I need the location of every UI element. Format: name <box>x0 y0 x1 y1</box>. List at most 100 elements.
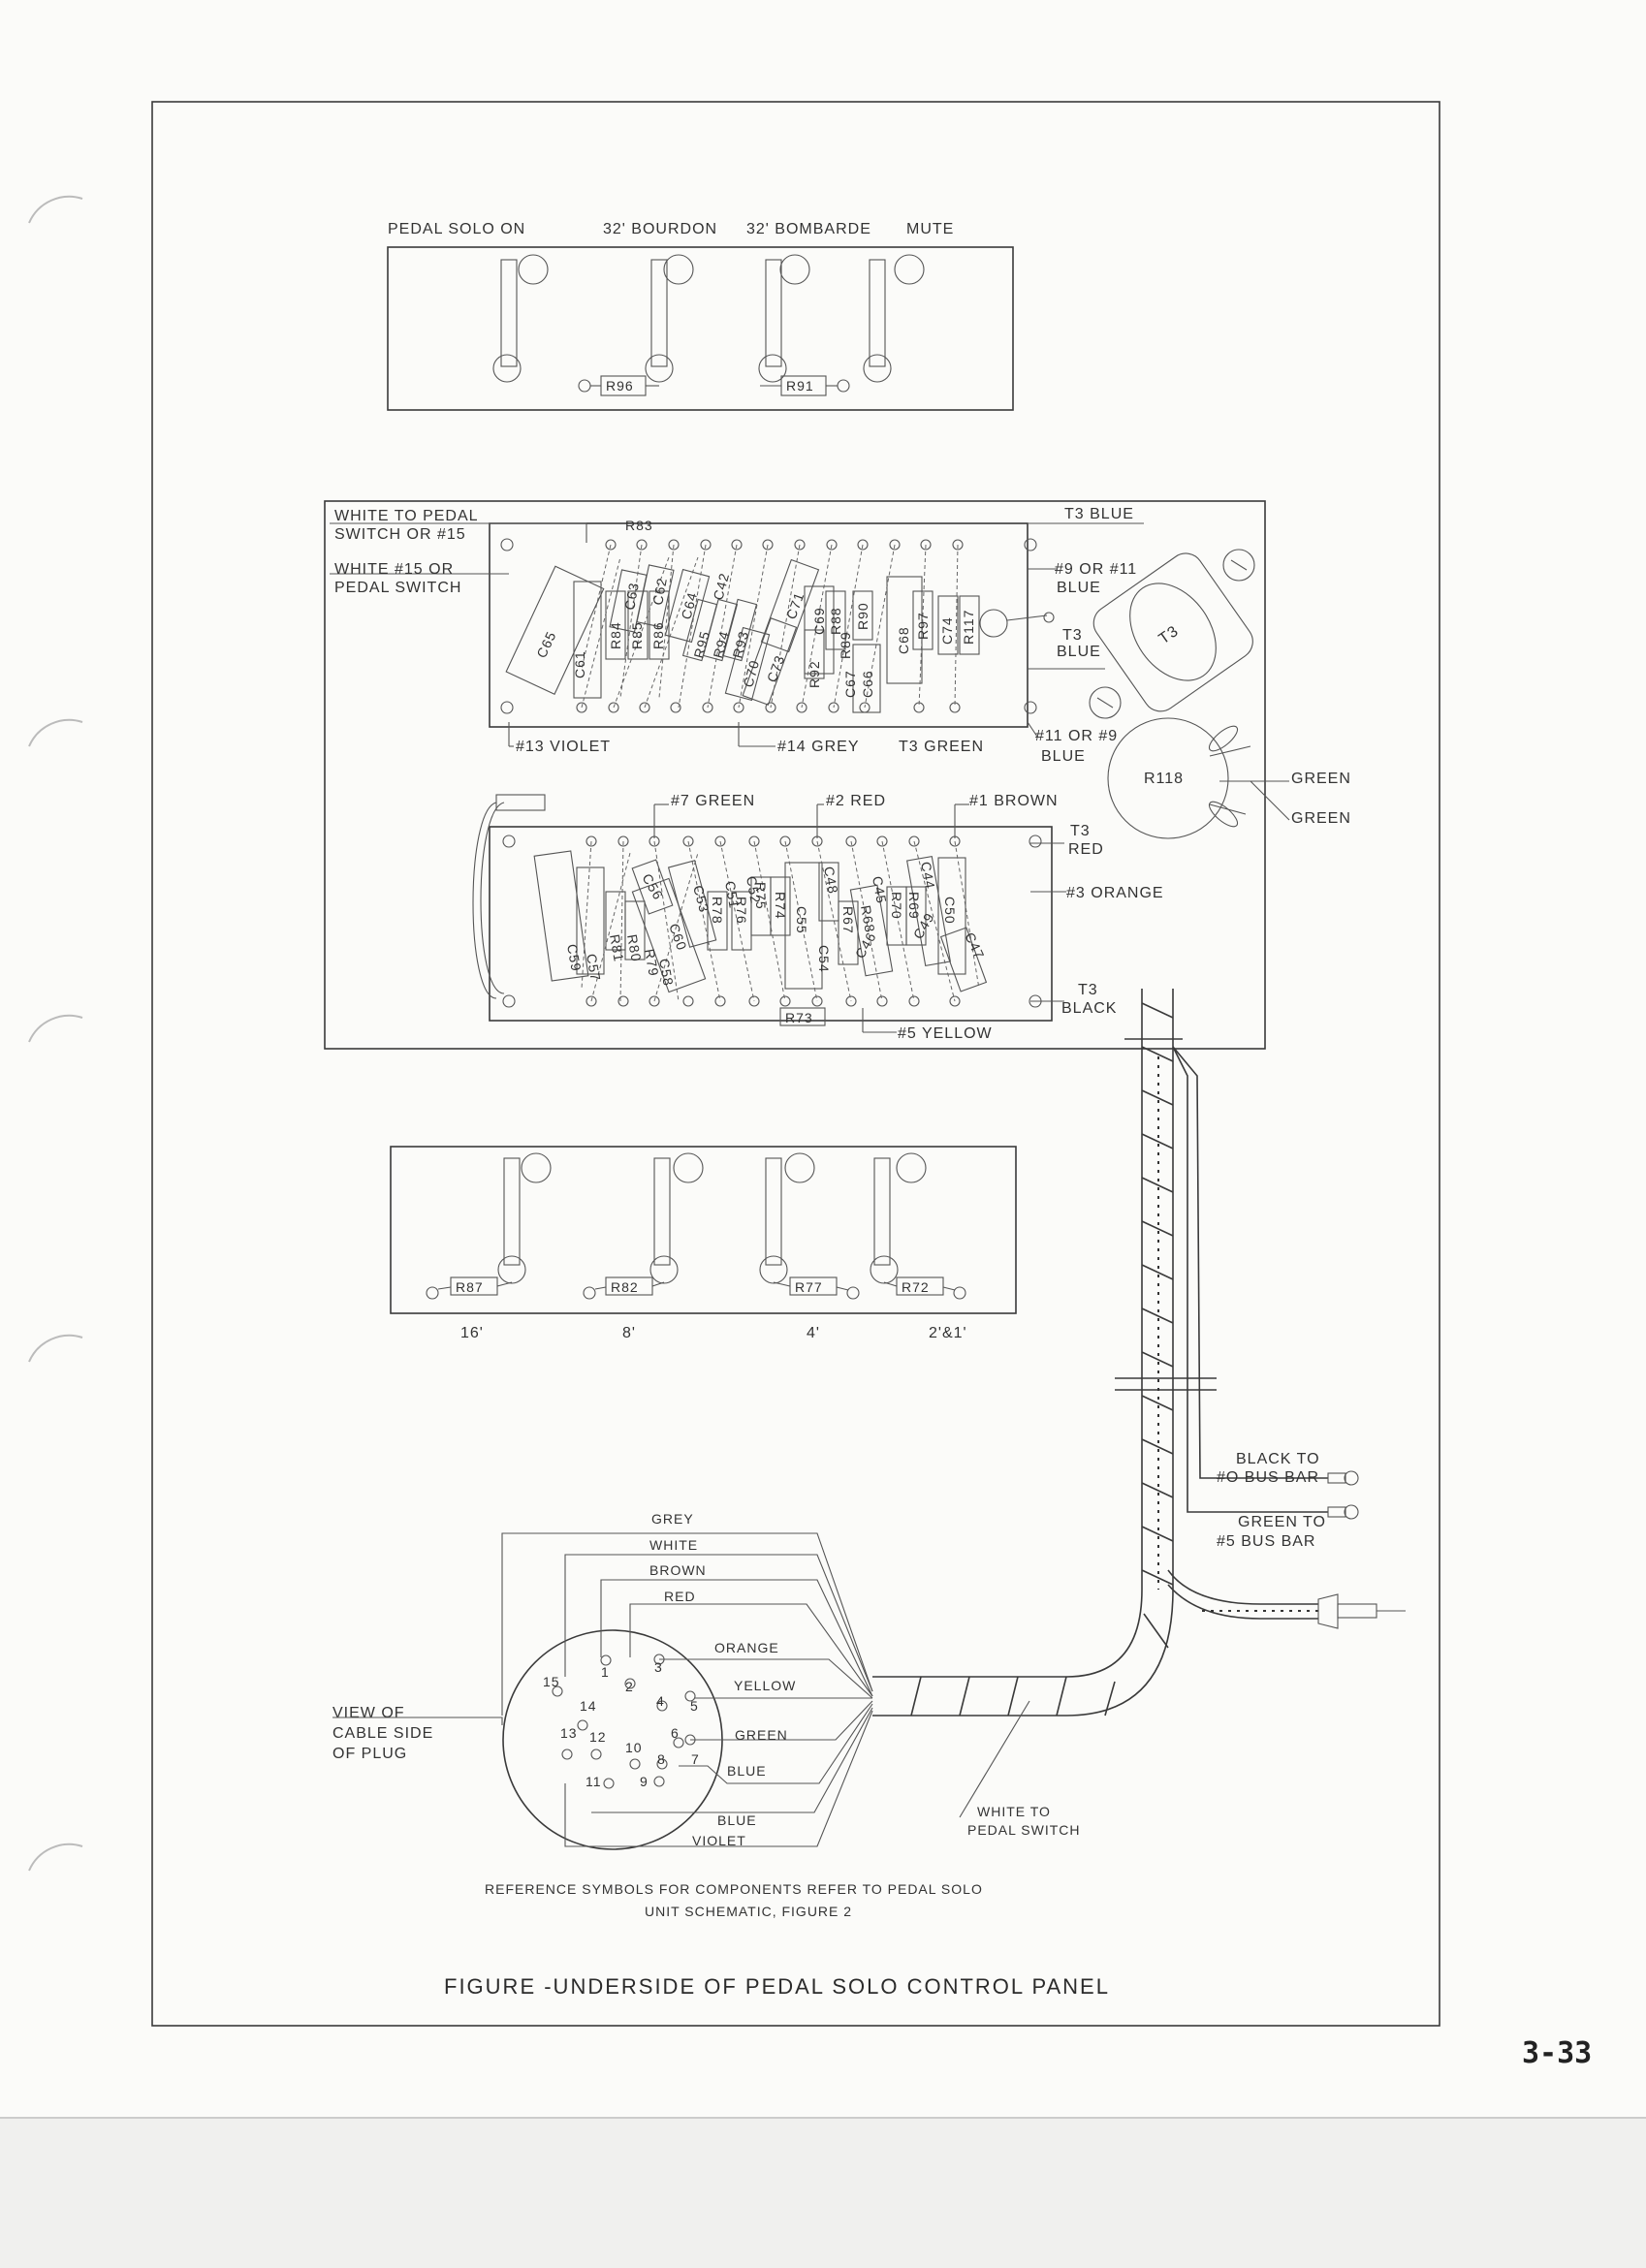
lower-dashed-leads <box>581 840 980 1002</box>
pedal-switch-label: PEDAL SWITCH <box>967 1822 1081 1838</box>
plug-pin-labels: 1 2 3 4 5 6 7 8 9 10 11 12 13 14 15 <box>543 1659 699 1789</box>
svg-text:#11 OR #9: #11 OR #9 <box>1035 728 1118 744</box>
svg-text:VIEW OF: VIEW OF <box>332 1705 405 1721</box>
svg-text:R80: R80 <box>624 933 645 963</box>
label-32-bombarde: 32' BOMBARDE <box>746 221 871 237</box>
svg-text:C67: C67 <box>842 670 858 698</box>
svg-text:C51: C51 <box>722 880 743 910</box>
svg-text:C42: C42 <box>710 571 732 602</box>
green-label-1: GREEN <box>1291 771 1351 787</box>
main-cable <box>872 989 1328 1717</box>
svg-text:BLACK TO: BLACK TO <box>1236 1451 1320 1467</box>
reference-note-line1: REFERENCE SYMBOLS FOR COMPONENTS REFER T… <box>485 1881 983 1897</box>
svg-text:R89: R89 <box>838 631 853 659</box>
plug-wire-labels: GREY WHITE BROWN RED ORANGE YELLOW GREEN… <box>649 1511 796 1848</box>
plug-wire-harness <box>332 1532 1030 1847</box>
footage-2-1: 2'&1' <box>929 1325 967 1341</box>
svg-text:R94: R94 <box>710 629 732 660</box>
svg-text:GREEN TO: GREEN TO <box>1238 1514 1326 1530</box>
svg-text:R69: R69 <box>906 892 922 920</box>
scan-bottom-strip <box>0 2118 1646 2268</box>
svg-text:R117: R117 <box>961 610 976 645</box>
svg-text:C44: C44 <box>918 861 938 891</box>
svg-text:R88: R88 <box>828 607 843 635</box>
svg-text:VIOLET: VIOLET <box>692 1833 746 1848</box>
svg-text:WHITE #15 OR: WHITE #15 OR <box>334 561 454 578</box>
svg-text:BLACK: BLACK <box>1061 1000 1117 1017</box>
svg-text:#5 BUS BAR: #5 BUS BAR <box>1217 1533 1315 1550</box>
svg-text:C69: C69 <box>811 607 827 635</box>
svg-text:R93: R93 <box>729 629 751 660</box>
plug-view: VIEW OF CABLE SIDE OF PLUG GREY WHITE BR… <box>332 1511 1081 1850</box>
svg-text:C73: C73 <box>764 653 788 684</box>
figure-caption: FIGURE -UNDERSIDE OF PEDAL SOLO CONTROL … <box>444 1974 1110 1999</box>
svg-text:YELLOW: YELLOW <box>734 1678 796 1693</box>
svg-text:C57: C57 <box>584 953 604 983</box>
svg-text:R75: R75 <box>753 882 769 910</box>
label-mute: MUTE <box>906 221 954 237</box>
svg-text:BLUE: BLUE <box>1057 644 1101 660</box>
svg-text:C65: C65 <box>533 629 559 661</box>
svg-text:ORANGE: ORANGE <box>714 1640 779 1655</box>
svg-text:8: 8 <box>657 1751 666 1767</box>
green-label-2: GREEN <box>1291 810 1351 827</box>
svg-text:C59: C59 <box>564 943 585 973</box>
label-pedal-solo-on: PEDAL SOLO ON <box>388 221 525 237</box>
upper-dashed-leads <box>581 544 959 709</box>
svg-text:C64: C64 <box>678 590 700 621</box>
svg-text:#3 ORANGE: #3 ORANGE <box>1066 885 1164 901</box>
upper-component-labels: R83 C65 C61 R84 R85 R86 C63 C62 C64 R95 … <box>533 518 976 698</box>
white-to-label: WHITE TO <box>977 1804 1051 1819</box>
binder-holes <box>28 195 83 1872</box>
lower-component-labels: C59 C57 R81 R80 R79 C58 C56 C60 C53 C51 … <box>564 861 988 988</box>
page-number: 3-33 <box>1522 2036 1592 2070</box>
svg-text:C66: C66 <box>860 670 875 698</box>
upper-right-labels: T3 BLUE #9 OR #11 BLUE T3 BLUE #11 OR #9… <box>1035 506 1137 765</box>
label-5-yellow: #5 YELLOW <box>898 1025 993 1042</box>
lower-terminal-board <box>489 826 1053 1022</box>
svg-text:10: 10 <box>625 1740 643 1755</box>
svg-text:#1 BROWN: #1 BROWN <box>969 793 1059 809</box>
svg-text:BROWN: BROWN <box>649 1562 707 1578</box>
svg-text:C63: C63 <box>621 581 642 611</box>
svg-text:T3: T3 <box>1070 823 1091 839</box>
pot-r118 <box>1107 717 1290 839</box>
bottom-panel-box <box>390 1146 1017 1314</box>
main-control-panel: R83 C65 C61 R84 R85 R86 C63 C62 C64 R95 … <box>324 500 1351 1050</box>
svg-text:R92: R92 <box>807 660 822 688</box>
top-switch-panel: PEDAL SOLO ON 32' BOURDON 32' BOMBARDE M… <box>387 221 1014 411</box>
label-32-bourdon: 32' BOURDON <box>603 221 717 237</box>
svg-text:R78: R78 <box>710 897 725 925</box>
svg-text:T3: T3 <box>1078 982 1098 998</box>
svg-text:C71: C71 <box>783 590 807 621</box>
svg-text:CABLE SIDE: CABLE SIDE <box>332 1725 433 1742</box>
svg-text:#7 GREEN: #7 GREEN <box>671 793 755 809</box>
svg-text:BLUE: BLUE <box>1041 748 1086 765</box>
svg-text:12: 12 <box>589 1729 607 1745</box>
svg-text:R79: R79 <box>642 948 662 978</box>
svg-text:#9 OR #11: #9 OR #11 <box>1055 561 1137 578</box>
upper-pot <box>979 609 1055 638</box>
resistor-r73: R73 <box>785 1010 813 1025</box>
svg-text:C58: C58 <box>656 958 677 988</box>
svg-text:C68: C68 <box>896 626 911 654</box>
svg-text:C52: C52 <box>744 875 764 905</box>
bus-labels: BLACK TO #O BUS BAR GREEN TO #5 BUS BAR <box>1217 1451 1326 1550</box>
svg-text:RED: RED <box>664 1589 696 1604</box>
svg-text:WHITE TO PEDAL: WHITE TO PEDAL <box>334 508 479 524</box>
svg-text:R95: R95 <box>690 629 712 660</box>
upper-bottom-labels: #13 VIOLET #14 GREY T3 GREEN <box>516 739 983 755</box>
svg-text:R86: R86 <box>650 621 666 649</box>
svg-text:WHITE: WHITE <box>649 1537 698 1553</box>
resistor-r87: R87 <box>456 1279 484 1295</box>
svg-text:15: 15 <box>543 1674 560 1689</box>
svg-text:BLUE: BLUE <box>717 1812 757 1828</box>
resistor-r96: R96 <box>606 378 634 394</box>
svg-text:OF PLUG: OF PLUG <box>332 1746 407 1762</box>
svg-text:11: 11 <box>586 1774 602 1789</box>
svg-text:C61: C61 <box>572 650 587 678</box>
footage-4: 4' <box>807 1325 820 1341</box>
svg-text:C45: C45 <box>870 875 890 905</box>
lower-top-labels: #7 GREEN #2 RED #1 BROWN <box>671 793 1059 809</box>
